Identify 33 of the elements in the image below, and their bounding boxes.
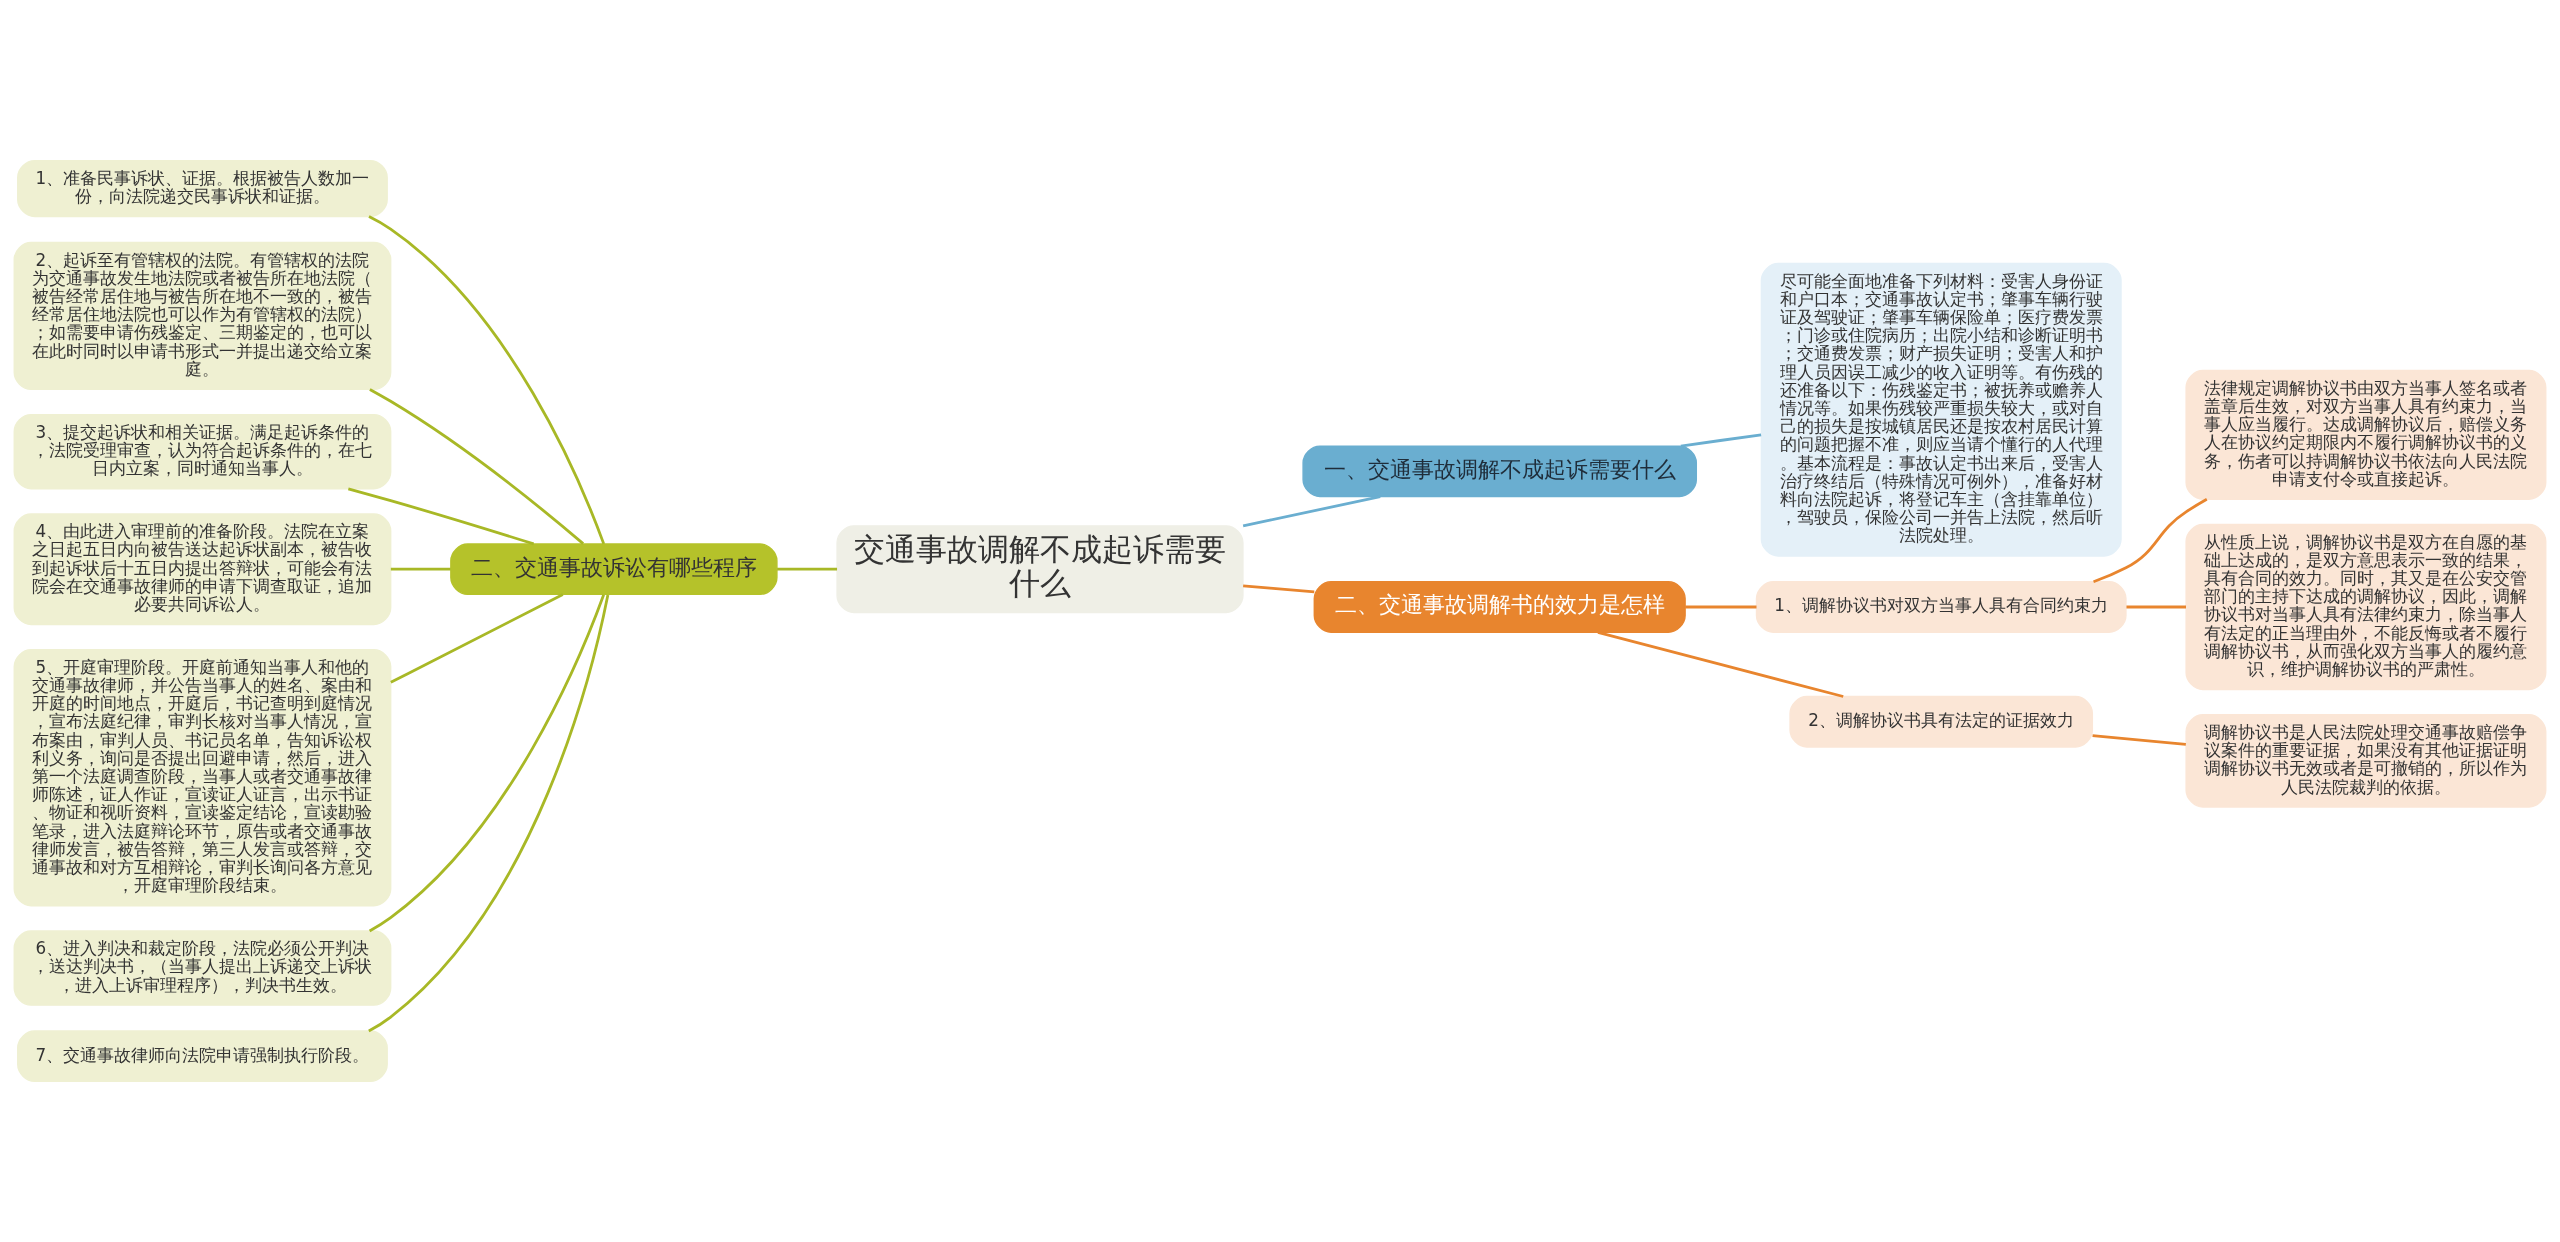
- connector: [348, 487, 535, 546]
- node-box: 5、开庭审理阶段。开庭前通知当事人和他的交通事故律师，并公告当事人的姓名、案由和开庭的时间地点，开庭后，书记查明到庭情况，宣布法庭纪律，审判长核对当事人情况，宣布案由，审判人员、书记员名单，告知诉讼权利义务，询问是否提出回避申请，然后，进入第一个法庭调查阶段，当事人或者交通事故律师陈述，证人作证，宣读证人证言，出示书证、物证和视听资料，宣读鉴定结论，宣读勘验笔录，进入法庭辩论环节，原告或者交通事故律师发言，被告答辩，第三人发言或答辩，交通事故和对方互相辩论，审判长询问各方意见，开庭审理阶段结束。: [13, 649, 392, 907]
- connector: [369, 388, 585, 545]
- connector: [2093, 498, 2208, 584]
- node-box: 交通事故调解不成起诉需要什么: [836, 525, 1244, 614]
- node-box: 一、交通事故调解不成起诉需要什么: [1302, 445, 1697, 498]
- node-box: 4、由此进入审理前的准备阶段。法院在立案之日起五日内向被告送达起诉状副本，被告收到起诉状后十五日内提出答辩状，可能会有法院会在交通事故律师的申请下调查取证，追加必要共同诉讼人。: [13, 513, 392, 626]
- node-box: 2、起诉至有管辖权的法院。有管辖权的法院为交通事故发生地法院或者被告所在地法院（被告经常居住地与被告所在地不一致的，被告经常居住地法院也可以作为有管辖权的法院）；如需要申请伤残鉴定、三期鉴定的，也可以在此时同时以申请书形式一并提出递交给立案庭。: [13, 241, 392, 391]
- connector: [368, 215, 606, 545]
- node-box: 7、交通事故律师向法院申请强制执行阶段。: [17, 1030, 388, 1083]
- connector: [1243, 584, 1315, 594]
- node-box: 法律规定调解协议书由双方当事人签名或者盖章后生效，对双方当事人具有约束力，当事人应当履行。达成调解协议后，赔偿义务人在协议约定期限内不履行调解协议书的义务，伤者可以持调解协议书依法向人民法院申请支付令或直接起诉。: [2185, 369, 2547, 500]
- connector: [1680, 433, 1762, 448]
- connector: [1597, 631, 1844, 698]
- node-box: 二、交通事故调解书的效力是怎样: [1313, 581, 1686, 633]
- node-box: 尽可能全面地准备下列材料：受害人身份证和户口本；交通事故认定书；肇事车辆行驶证及驾驶证；肇事车辆保险单；医疗费发票；门诊或住院病历；出院小结和诊断证明书；交通费发票；财产损失证明；受害人和护理人员因误工减少的收入证明等。有伤残的还准备以下：伤残鉴定书；被抚养或赡养人情况等。如果伤残较严重损失较大，或对自己的损失是按城镇居民还是按农村居民计算的问题把握不准，则应当请个懂行的人代理。基本流程是：事故认定书出来后，受害人治疗终结后（特殊情况可例外），准备好材料向法院起诉，将登记车主（含挂靠单位），驾驶员，保险公司一并告上法院，然后听法院处理。: [1760, 262, 2122, 557]
- node-box: 3、提交起诉状和相关证据。满足起诉条件的，法院受理审查，认为符合起诉条件的，在七日内立案，同时通知当事人。: [13, 413, 392, 490]
- connector: [390, 593, 564, 684]
- connector: [1685, 605, 1757, 609]
- node-box: 1、调解协议书对双方当事人具有合同约束力: [1755, 581, 2127, 633]
- node-box: 6、进入判决和裁定阶段，法院必须公开判决，送达判决书，（当事人提出上诉递交上诉状，进入上诉审理程序），判决书生效。: [13, 930, 392, 1006]
- node-box: 1、准备民事诉状、证据。根据被告人数加一份，向法院递交民事诉状和证据。: [17, 159, 388, 218]
- connector: [368, 594, 605, 933]
- node-box: 调解协议书是人民法院处理交通事故赔偿争议案件的重要证据，如果没有其他证据证明调解协议书无效或者是可撤销的，所以作为人民法院裁判的依据。: [2185, 714, 2547, 808]
- connector: [2092, 734, 2186, 746]
- connector: [777, 567, 838, 571]
- node-box: 从性质上说，调解协议书是双方在自愿的基础上达成的，是双方意思表示一致的结果，具有合同的效力。同时，其又是在公安交管部门的主持下达成的调解协议，因此，调解协议书对当事人具有法律约束力，除当事人有法定的正当理由外，不能反悔或者不履行调解协议书，从而强化双方当事人的履约意识，维护调解协议书的严肃性。: [2185, 523, 2547, 691]
- connector: [1242, 495, 1381, 528]
- connector: [368, 594, 610, 1033]
- node-box: 二、交通事故诉讼有哪些程序: [450, 543, 778, 596]
- node-box: 2、调解协议书具有法定的证据效力: [1789, 695, 2094, 748]
- connector: [390, 567, 451, 571]
- connector: [2126, 605, 2186, 609]
